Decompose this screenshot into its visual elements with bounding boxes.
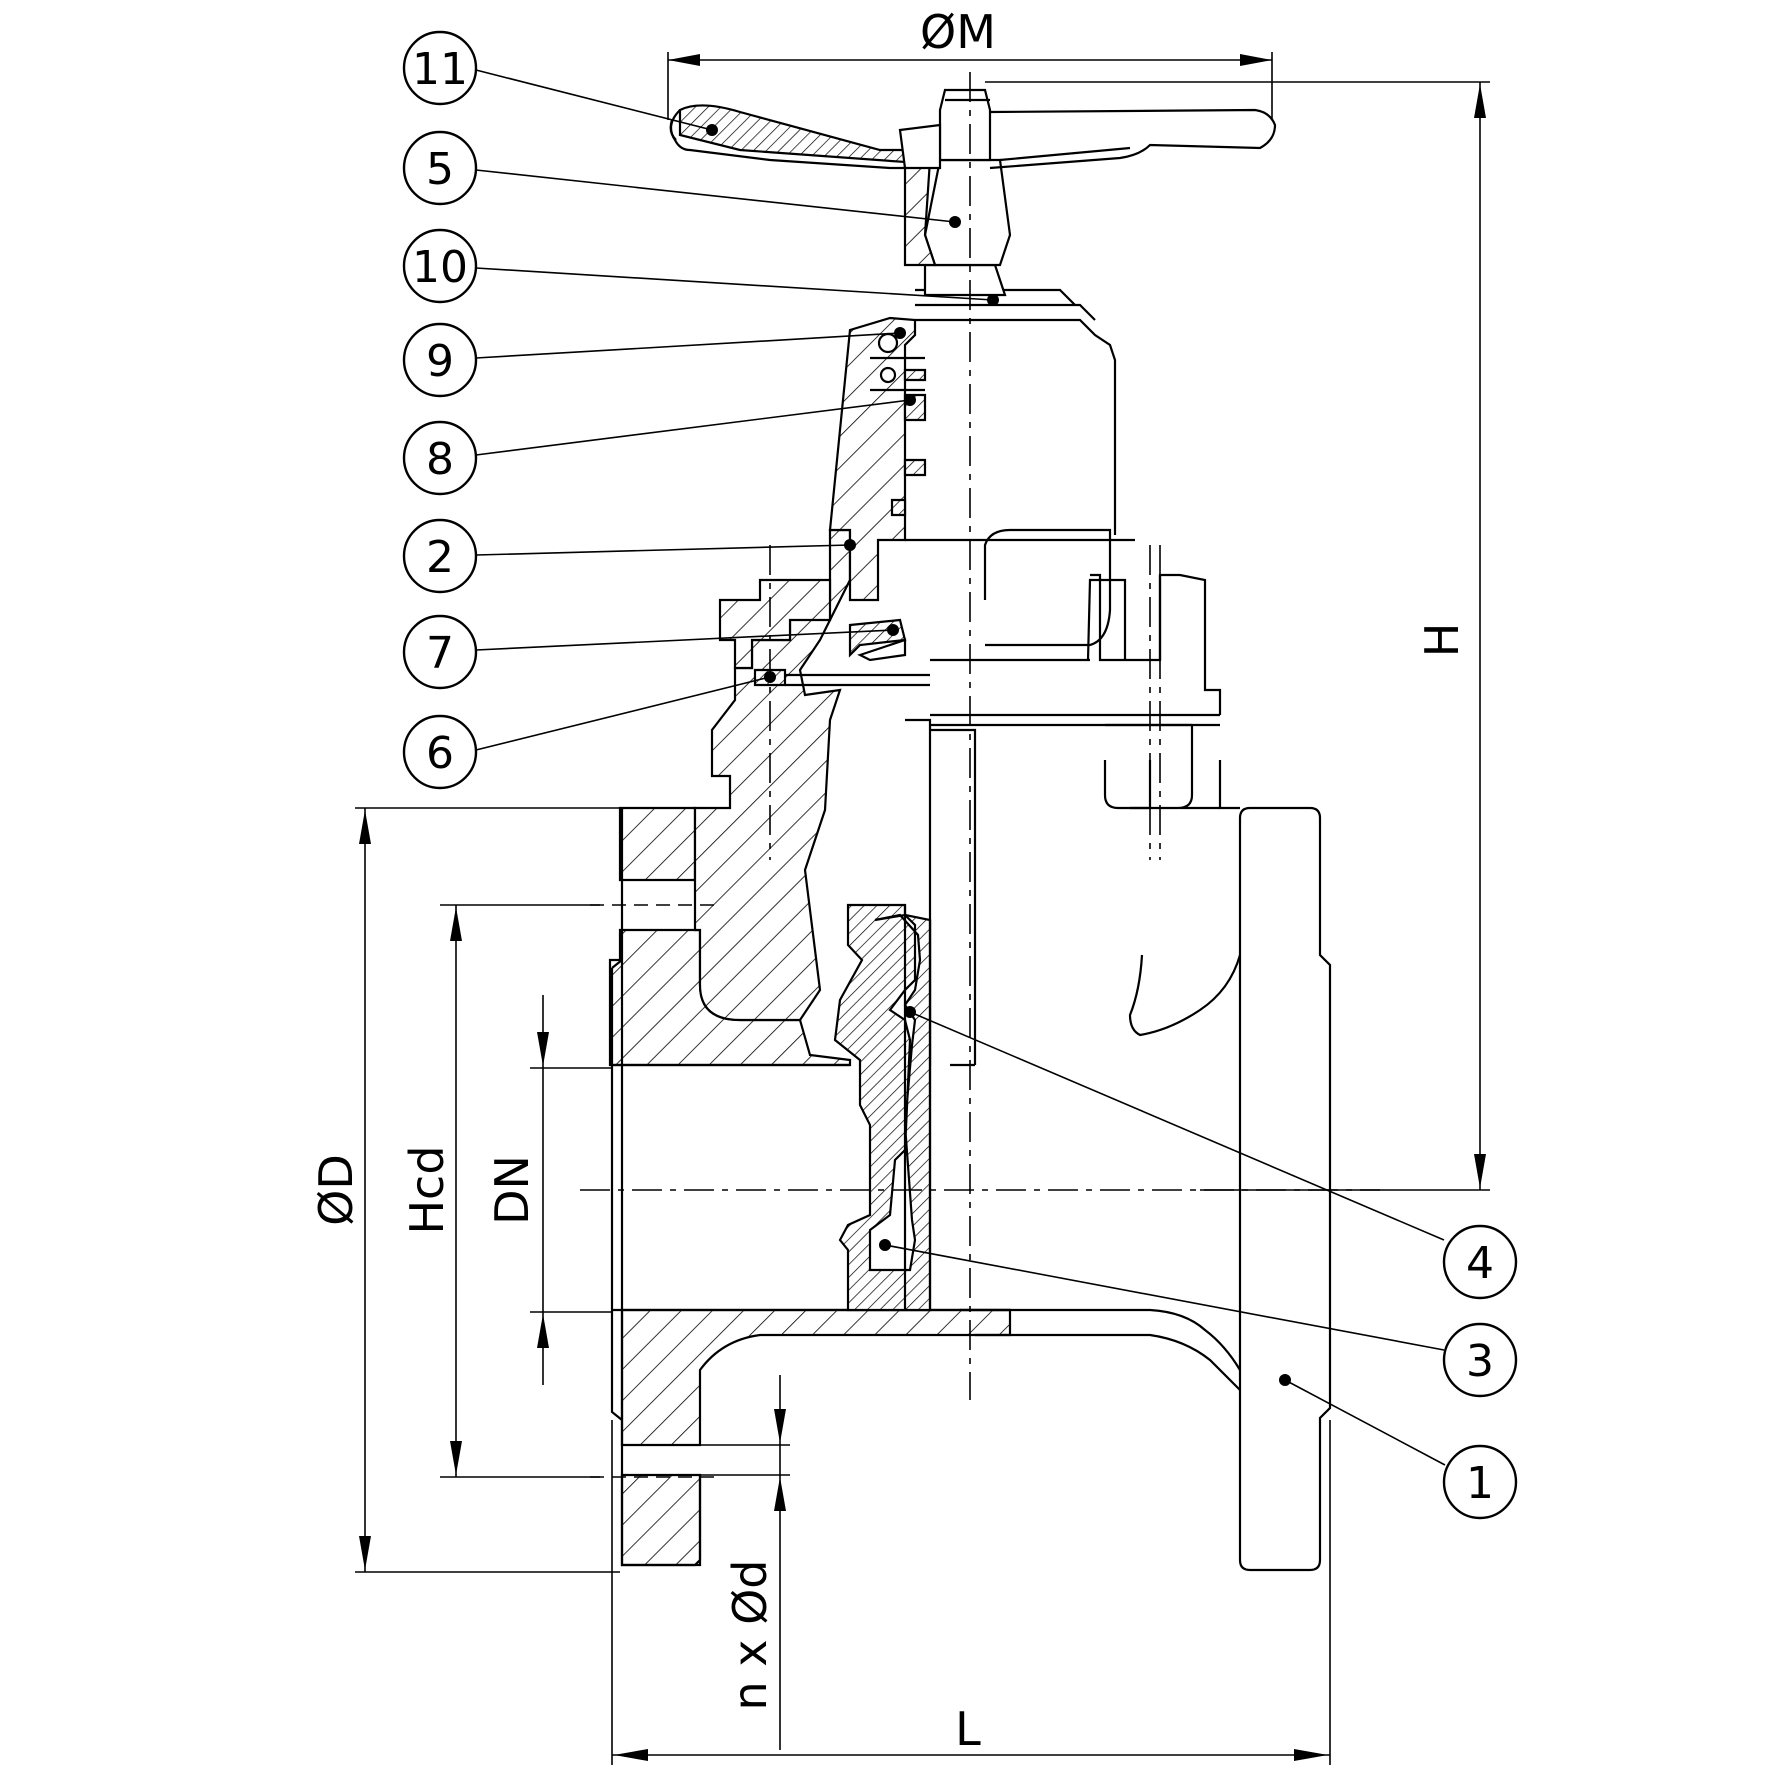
leader-lines [475, 69, 1446, 1466]
callout-label: 8 [426, 434, 454, 485]
callout-label: 9 [426, 336, 454, 387]
callout-3: 3 [1442, 1322, 1518, 1398]
valve-body [608, 288, 1332, 1572]
callout-6: 6 [402, 714, 478, 790]
callout-label: 7 [426, 628, 454, 679]
callout-4: 4 [1442, 1224, 1518, 1300]
callout-10: 10 [402, 228, 478, 304]
dim-label-hcd: Hcd [400, 1145, 454, 1234]
callout-label: 10 [412, 242, 468, 293]
dim-label-nx-phi-d: n x Ød [723, 1559, 777, 1710]
dim-label-h: H [1415, 623, 1469, 658]
dim-label-phi-m: ØM [920, 5, 996, 59]
leader-dots [706, 124, 1291, 1386]
callout-1: 1 [1442, 1444, 1518, 1520]
callout-label: 4 [1466, 1238, 1494, 1289]
dimension-lines [355, 52, 1490, 1765]
dim-label-l: L [955, 1702, 981, 1756]
dim-label-phi-d: ØD [309, 1154, 363, 1226]
callout-label: 1 [1466, 1458, 1494, 1509]
callout-7: 7 [402, 614, 478, 690]
callout-label: 11 [412, 44, 468, 95]
callout-label: 2 [426, 532, 454, 583]
wedge [833, 903, 932, 1312]
callout-8: 8 [402, 420, 478, 496]
callout-9: 9 [402, 322, 478, 398]
callout-2: 2 [402, 518, 478, 594]
callout-11: 11 [402, 30, 478, 106]
callout-label: 5 [426, 144, 454, 195]
dim-label-dn: DN [485, 1155, 539, 1225]
callout-label: 3 [1466, 1336, 1494, 1387]
callout-label: 6 [426, 728, 454, 779]
callout-5: 5 [402, 130, 478, 206]
